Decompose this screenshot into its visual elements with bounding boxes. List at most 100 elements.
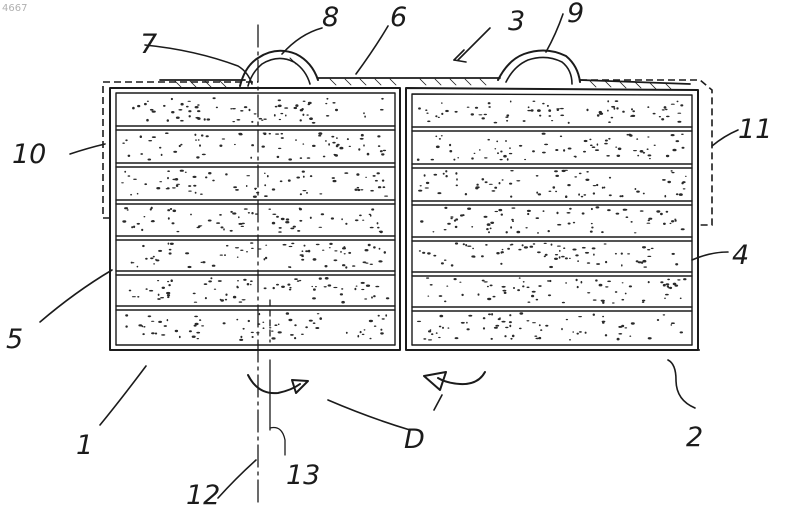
foam-speckle <box>188 101 191 102</box>
foam-speckle <box>197 338 200 339</box>
foam-speckle <box>133 179 137 180</box>
foam-speckle <box>491 313 493 316</box>
ref-label-8: 8 <box>322 2 339 33</box>
foam-speckle <box>631 322 635 324</box>
foam-speckle <box>437 192 441 194</box>
foam-speckle <box>385 314 387 316</box>
foam-speckle <box>197 104 200 106</box>
foam-speckle <box>302 114 304 116</box>
foam-speckle <box>671 172 674 173</box>
foam-speckle <box>216 222 220 224</box>
foam-speckle <box>441 262 444 264</box>
foam-speckle <box>138 324 142 326</box>
foam-speckle <box>585 252 589 254</box>
foam-speckle <box>189 115 191 117</box>
foam-speckle <box>251 121 253 123</box>
foam-speckle <box>250 284 252 286</box>
foam-speckle <box>196 156 199 158</box>
foam-speckle <box>666 283 670 285</box>
foam-speckle <box>496 252 499 254</box>
foam-speckle <box>152 136 156 138</box>
foam-speckle <box>444 229 447 230</box>
foam-speckle <box>557 108 559 111</box>
foam-speckle <box>499 182 501 184</box>
foam-speckle <box>586 171 589 173</box>
foam-speckle <box>648 154 652 156</box>
foam-speckle <box>591 208 593 210</box>
foam-speckle <box>607 281 611 283</box>
foam-speckle <box>355 189 358 191</box>
foam-speckle <box>467 246 471 247</box>
foam-speckle <box>369 320 373 322</box>
foam-speckle <box>265 257 267 259</box>
foam-speckle <box>601 231 604 233</box>
foam-speckle <box>378 145 381 147</box>
foam-speckle <box>297 230 300 232</box>
foam-speckle <box>199 319 201 321</box>
foam-speckle <box>278 148 281 149</box>
foam-speckle <box>582 212 585 214</box>
foam-speckle <box>208 220 212 222</box>
foam-speckle <box>611 117 614 119</box>
foam-speckle <box>188 191 192 192</box>
foam-speckle <box>568 122 570 124</box>
foam-speckle <box>310 217 312 219</box>
foam-speckle <box>233 296 236 299</box>
foam-speckle <box>426 277 429 278</box>
foam-speckle <box>451 264 454 266</box>
foam-speckle <box>493 296 496 298</box>
foam-speckle <box>251 332 254 333</box>
foam-speckle <box>471 157 474 159</box>
foam-speckle <box>364 298 367 299</box>
foam-speckle <box>280 180 283 182</box>
foam-speckle <box>504 292 507 294</box>
foam-speckle <box>313 288 316 290</box>
foam-speckle <box>516 231 520 234</box>
foam-speckle <box>443 173 445 175</box>
foam-speckle <box>540 329 542 331</box>
foam-speckle <box>317 313 320 314</box>
foam-speckle <box>173 151 177 153</box>
foam-speckle <box>269 133 271 135</box>
foam-speckle <box>356 286 358 287</box>
foam-speckle <box>345 223 347 225</box>
foam-speckle <box>527 213 529 215</box>
foam-speckle <box>436 332 438 334</box>
foam-speckle <box>590 145 593 147</box>
foam-speckle <box>340 251 342 253</box>
foam-speckle <box>313 258 317 261</box>
foam-speckle <box>563 149 565 152</box>
foam-speckle <box>339 147 343 150</box>
foam-speckle <box>453 159 455 161</box>
foam-speckle <box>161 154 163 156</box>
foam-speckle <box>486 228 489 230</box>
foam-speckle <box>156 259 160 261</box>
foam-speckle <box>238 216 240 218</box>
foam-speckle <box>318 132 322 135</box>
foam-speckle <box>326 98 328 100</box>
foam-speckle <box>360 138 364 140</box>
foam-speckle <box>200 194 203 195</box>
foam-speckle <box>271 331 274 332</box>
foam-speckle <box>357 335 359 338</box>
foam-speckle <box>150 109 154 111</box>
foam-speckle <box>240 110 243 112</box>
foam-speckle <box>554 258 558 260</box>
foam-speckle <box>190 214 192 216</box>
foam-speckle <box>559 256 561 258</box>
foam-speckle <box>438 117 440 118</box>
foam-speckle <box>290 334 294 336</box>
foam-speckle <box>527 210 531 212</box>
foam-speckle <box>122 220 126 222</box>
foam-speckle <box>378 186 381 188</box>
foam-speckle <box>499 317 501 319</box>
foam-speckle <box>377 222 379 224</box>
foam-speckle <box>301 334 304 335</box>
foam-speckle <box>334 259 338 261</box>
foam-speckle <box>155 333 157 335</box>
foam-speckle <box>665 109 668 110</box>
foam-speckle <box>301 108 303 110</box>
foam-speckle <box>286 312 289 315</box>
foam-speckle <box>242 299 246 300</box>
foam-speckle <box>549 266 553 268</box>
